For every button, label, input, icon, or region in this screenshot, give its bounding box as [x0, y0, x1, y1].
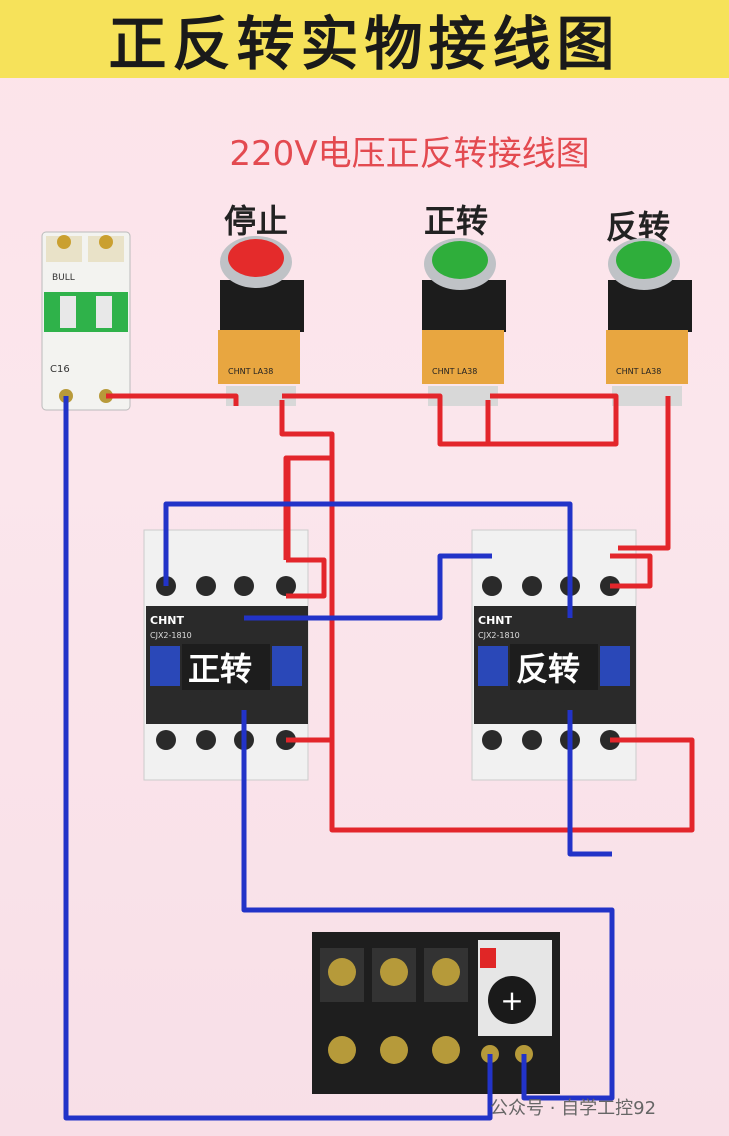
stop-button: CHNT LA38 [218, 236, 304, 406]
breaker-rating-text: C16 [50, 364, 70, 375]
page-title: 正反转实物接线图 [108, 10, 621, 78]
forward-contactor-brand: CHNT [150, 614, 184, 627]
forward-button: CHNT LA38 [422, 238, 506, 406]
stop-button-label: 停止 [224, 202, 289, 240]
thermal-overload-relay: + [312, 932, 560, 1094]
stop-button-brand: CHNT LA38 [228, 367, 273, 376]
reverse-contactor-model: CJX2-1810 [478, 631, 520, 640]
title-banner: 正反转实物接线图 [0, 0, 729, 78]
breaker-brand-text: BULL [52, 273, 75, 283]
neutral-wires [63, 396, 615, 1121]
live-wires [106, 393, 695, 833]
reverse-contactor-label: 反转 [516, 650, 580, 688]
reverse-contactor-brand: CHNT [478, 614, 512, 627]
reverse-button-brand: CHNT LA38 [616, 367, 661, 376]
forward-button-label: 正转 [424, 202, 489, 240]
reverse-button: CHNT LA38 [606, 238, 692, 406]
circuit-breaker: BULL C16 [41, 231, 131, 411]
forward-contactor-label: 正转 [188, 650, 252, 688]
subtitle: 220V电压正反转接线图 [229, 134, 590, 174]
relay-dial-plus: + [500, 984, 523, 1017]
forward-button-brand: CHNT LA38 [432, 367, 477, 376]
watermark: 公众号 · 自学工控92 [490, 1098, 657, 1119]
forward-contactor-model: CJX2-1810 [150, 631, 192, 640]
forward-contactor: CHNT CJX2-1810 正转 [143, 529, 309, 781]
